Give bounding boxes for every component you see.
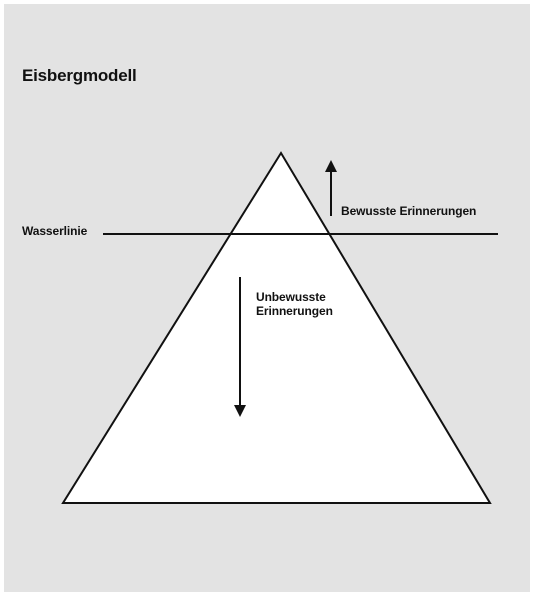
iceberg-triangle bbox=[61, 151, 492, 504]
unconscious-label-line2: Erinnerungen bbox=[256, 304, 333, 318]
unconscious-label-line1: Unbewusste bbox=[256, 290, 326, 304]
conscious-memories-label: Bewusste Erinnerungen bbox=[341, 204, 477, 218]
down-arrowhead-icon bbox=[234, 405, 246, 417]
diagram-title: Eisbergmodell bbox=[22, 66, 137, 85]
up-arrowhead-icon bbox=[325, 160, 337, 172]
unconscious-memories-label: Unbewusste Erinnerungen bbox=[256, 290, 333, 318]
waterline-label: Wasserlinie bbox=[22, 224, 88, 238]
